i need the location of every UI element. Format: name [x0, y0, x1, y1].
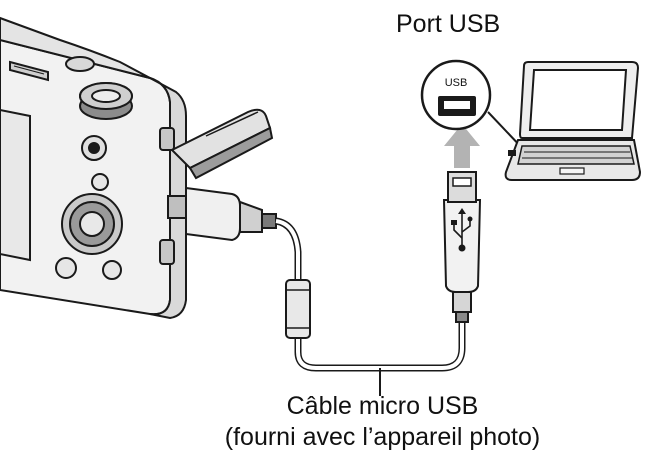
arrow-up-icon: [444, 124, 480, 168]
usb-trident-icon: [451, 208, 473, 252]
usb-port-marking: USB: [445, 77, 468, 89]
cable-label-line-2: (fourni avec l’appareil photo): [224, 423, 541, 451]
usb-port-label: Port USB: [396, 10, 501, 38]
ferrite-bead-icon: [285, 279, 311, 339]
micro-usb-plug-icon: [167, 186, 277, 242]
cable-label-line-1: Câble micro USB: [286, 392, 479, 420]
usb-port-icon: [420, 59, 525, 151]
laptop-icon: [504, 61, 642, 181]
camera-icon: [0, 16, 274, 320]
